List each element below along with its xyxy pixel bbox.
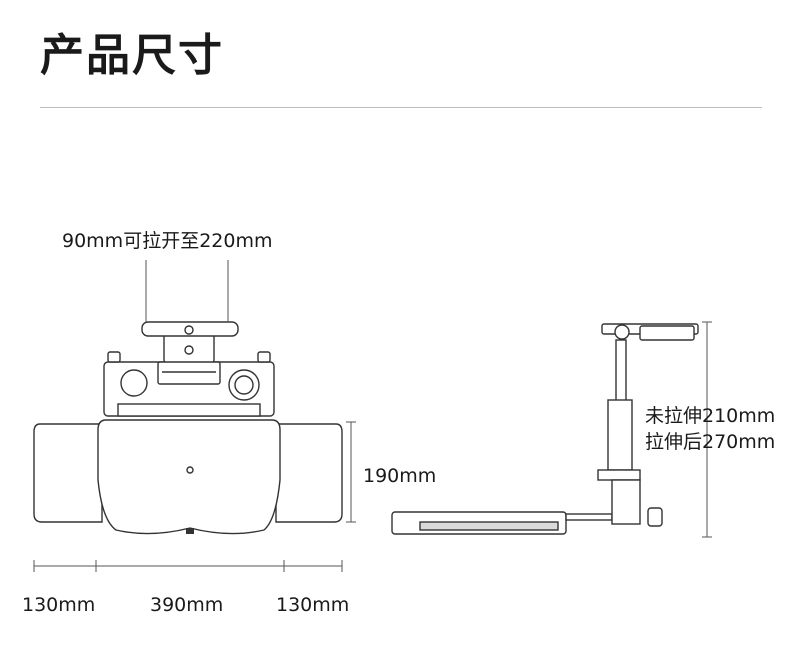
front-view	[33, 321, 343, 535]
keyboard-tray	[97, 419, 281, 535]
label-center-width: 390mm	[150, 594, 224, 616]
dim-bottom-widths	[33, 560, 343, 572]
dim-tray-depth	[346, 421, 356, 523]
label-wing-right: 130mm	[276, 594, 350, 616]
label-wing-left: 130mm	[22, 594, 96, 616]
dim-height	[702, 321, 712, 538]
label-height-unextended: 未拉伸210mm	[645, 405, 776, 427]
side-view	[391, 323, 699, 535]
left-wing	[33, 423, 103, 523]
right-wing	[275, 423, 343, 523]
page-title: 产品尺寸	[40, 30, 224, 81]
dim-clamp-width	[145, 260, 229, 322]
label-tray-depth: 190mm	[363, 465, 437, 487]
title-divider	[40, 107, 762, 108]
label-height-extended: 拉伸后270mm	[645, 431, 776, 453]
left-knob	[120, 369, 148, 397]
label-clamp-width: 90mm可拉开至220mm	[62, 230, 273, 252]
side-knob	[647, 507, 663, 527]
